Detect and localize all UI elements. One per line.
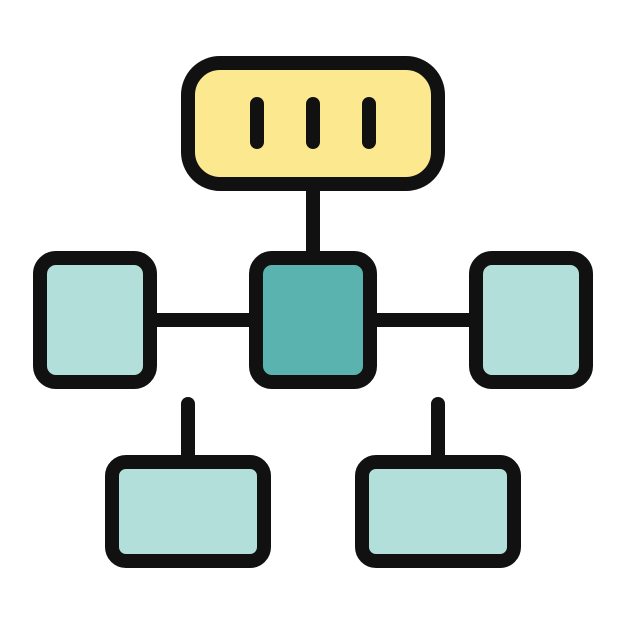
- bottom-right-node-box: [355, 455, 521, 568]
- connector-lines: [147, 177, 479, 467]
- bottom-left-node-box: [105, 455, 271, 568]
- top-server-node: [181, 56, 445, 191]
- left-node-box: [33, 251, 157, 389]
- right-node-box: [469, 251, 593, 389]
- center-node-box: [249, 251, 377, 389]
